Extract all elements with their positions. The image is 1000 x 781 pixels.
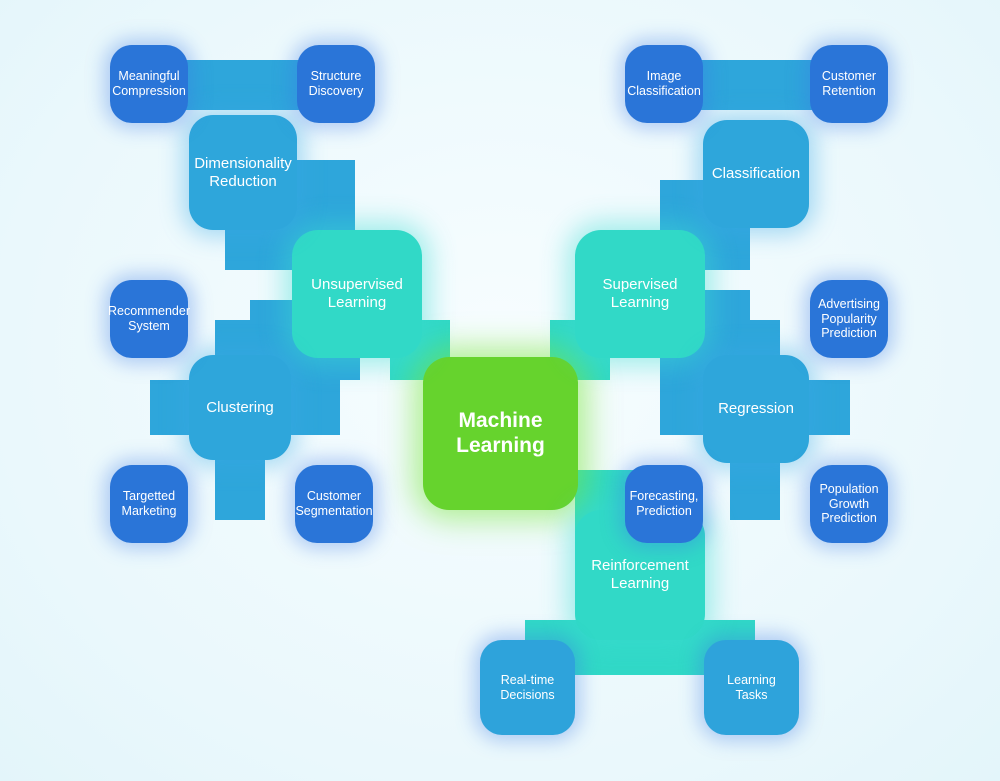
regression-node: Regression <box>703 355 809 463</box>
clustering-node: Clustering <box>189 355 291 460</box>
classification-node: Classification <box>703 120 809 228</box>
forecasting-prediction-label: Forecasting,Prediction <box>629 489 699 518</box>
clustering-label: Clustering <box>206 398 274 416</box>
classification-label: Classification <box>711 165 801 183</box>
forecasting-prediction-node: Forecasting,Prediction <box>625 465 703 543</box>
regression-label: Regression <box>718 400 794 418</box>
